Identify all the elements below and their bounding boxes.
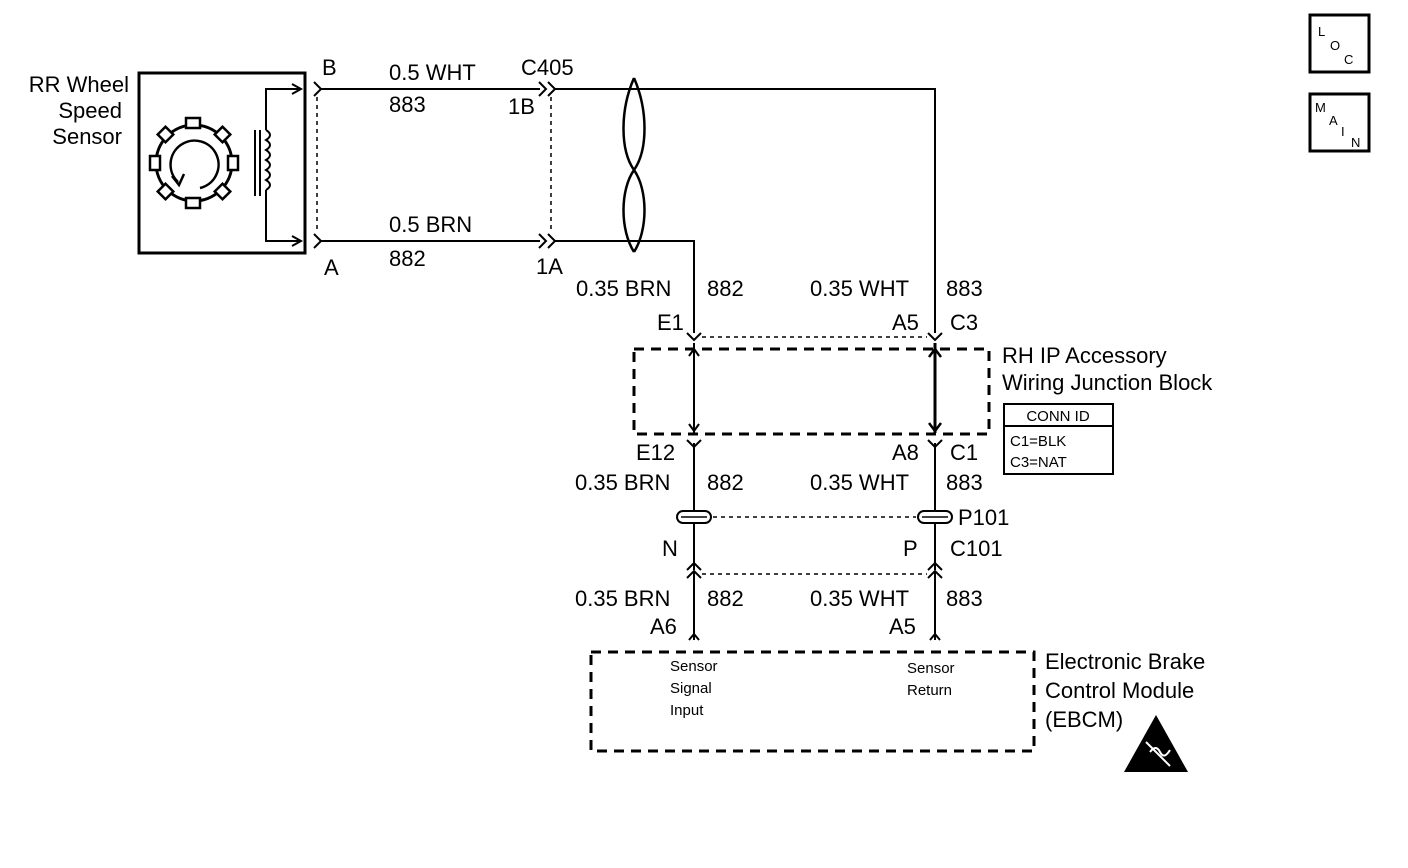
ebcm-label-line2: Control Module [1045, 678, 1194, 703]
seg1-left-gauge: 0.35 BRN [576, 276, 671, 301]
main-letter-a: A [1329, 113, 1338, 128]
wire-883-run [555, 88, 936, 333]
seg1-left-circuit: 882 [707, 276, 744, 301]
seg2-right-circuit: 883 [946, 470, 983, 495]
conn-id-title: CONN ID [1026, 408, 1090, 425]
segment-lower-labels: 0.35 BRN 882 0.35 WHT 883 A6 A5 [575, 586, 983, 639]
twisted-pair-icon [622, 77, 646, 253]
c405-pin-1a: 1A [536, 254, 563, 279]
main-letter-i: I [1341, 124, 1345, 139]
wheel-speed-sensor: RR Wheel Speed Sensor B A [29, 55, 339, 280]
connector-c3: C3 [950, 310, 978, 335]
junction-block-label-line2: Wiring Junction Block [1002, 370, 1213, 395]
pin-e1: E1 [657, 310, 684, 335]
segment-upper-labels: 0.35 BRN 882 0.35 WHT 883 E1 A5 C3 [576, 276, 983, 335]
seg2-left-circuit: 882 [707, 470, 744, 495]
seg1-right-gauge: 0.35 WHT [810, 276, 909, 301]
connector-c1-terminals: E12 A8 C1 [636, 439, 978, 510]
seg3-left-gauge: 0.35 BRN [575, 586, 670, 611]
ebcm-module: Sensor Signal Input Sensor Return Electr… [589, 649, 1205, 753]
pin-a5-lower: A5 [889, 614, 916, 639]
c405-pin-1b: 1B [508, 94, 535, 119]
sensor-label-line2: Speed [58, 98, 122, 123]
pin-a8: A8 [892, 440, 919, 465]
sensor-label-line3: Sensor [52, 124, 122, 149]
pin-e12: E12 [636, 440, 675, 465]
seg3-right-circuit: 883 [946, 586, 983, 611]
loc-letter-o: O [1330, 38, 1340, 53]
c101-pin-n: N [662, 536, 678, 561]
wire-883-white: 0.5 WHT 883 [321, 60, 557, 117]
grommet-p101: P101 [676, 505, 1009, 570]
pickup-coil-icon [254, 83, 304, 247]
ebcm-label-line1: Electronic Brake [1045, 649, 1205, 674]
pin-a5-upper: A5 [892, 310, 919, 335]
seg2-right-gauge: 0.35 WHT [810, 470, 909, 495]
wire-top-gauge: 0.5 WHT [389, 60, 476, 85]
conn-id-table: CONN ID C1=BLK C3=NAT [1003, 403, 1114, 475]
conn-id-line2: C3=NAT [1010, 454, 1067, 471]
main-view-icon[interactable]: M A I N [1308, 92, 1371, 153]
ebcm-return-line1: Sensor [907, 660, 955, 677]
c101-label: C101 [950, 536, 1003, 561]
connector-c1: C1 [950, 440, 978, 465]
c101-pin-p: P [903, 536, 918, 561]
wire-bottom-gauge: 0.5 BRN [389, 212, 472, 237]
wire-882-brown: 0.5 BRN 882 [321, 212, 557, 271]
junction-block-label-line1: RH IP Accessory [1002, 343, 1167, 368]
junction-block: RH IP Accessory Wiring Junction Block [632, 343, 1213, 436]
seg3-right-gauge: 0.35 WHT [810, 586, 909, 611]
conn-id-line1: C1=BLK [1010, 433, 1066, 450]
connector-c405: C405 1B 1A [508, 55, 574, 279]
wire-882-run [555, 240, 695, 333]
seg2-left-gauge: 0.35 BRN [575, 470, 670, 495]
segment-middle-labels: 0.35 BRN 882 0.35 WHT 883 [575, 470, 983, 495]
tone-wheel-icon [148, 116, 240, 210]
wire-bottom-circuit: 882 [389, 246, 426, 271]
sensor-connector [313, 81, 323, 249]
seg1-right-circuit: 883 [946, 276, 983, 301]
p101-label: P101 [958, 505, 1009, 530]
connector-c101: N P C101 [662, 536, 1003, 641]
sensor-pin-a: A [324, 255, 339, 280]
pin-a6: A6 [650, 614, 677, 639]
location-view-icon[interactable]: L O C [1308, 13, 1371, 74]
connector-c3-terminals [686, 332, 943, 342]
loc-letter-l: L [1318, 24, 1325, 39]
wire-top-circuit: 883 [389, 92, 426, 117]
main-letter-n: N [1351, 135, 1360, 150]
ebcm-return-line2: Return [907, 682, 952, 699]
esd-warning-icon [1124, 715, 1188, 772]
ebcm-signal-line1: Sensor [670, 658, 718, 675]
ebcm-label-line3: (EBCM) [1045, 707, 1123, 732]
sensor-label-line1: RR Wheel [29, 72, 129, 97]
ebcm-signal-line2: Signal [670, 680, 712, 697]
seg3-left-circuit: 882 [707, 586, 744, 611]
main-letter-m: M [1315, 100, 1326, 115]
sensor-pin-b: B [322, 55, 337, 80]
ebcm-signal-line3: Input [670, 702, 704, 719]
c405-label: C405 [521, 55, 574, 80]
loc-letter-c: C [1344, 52, 1353, 67]
